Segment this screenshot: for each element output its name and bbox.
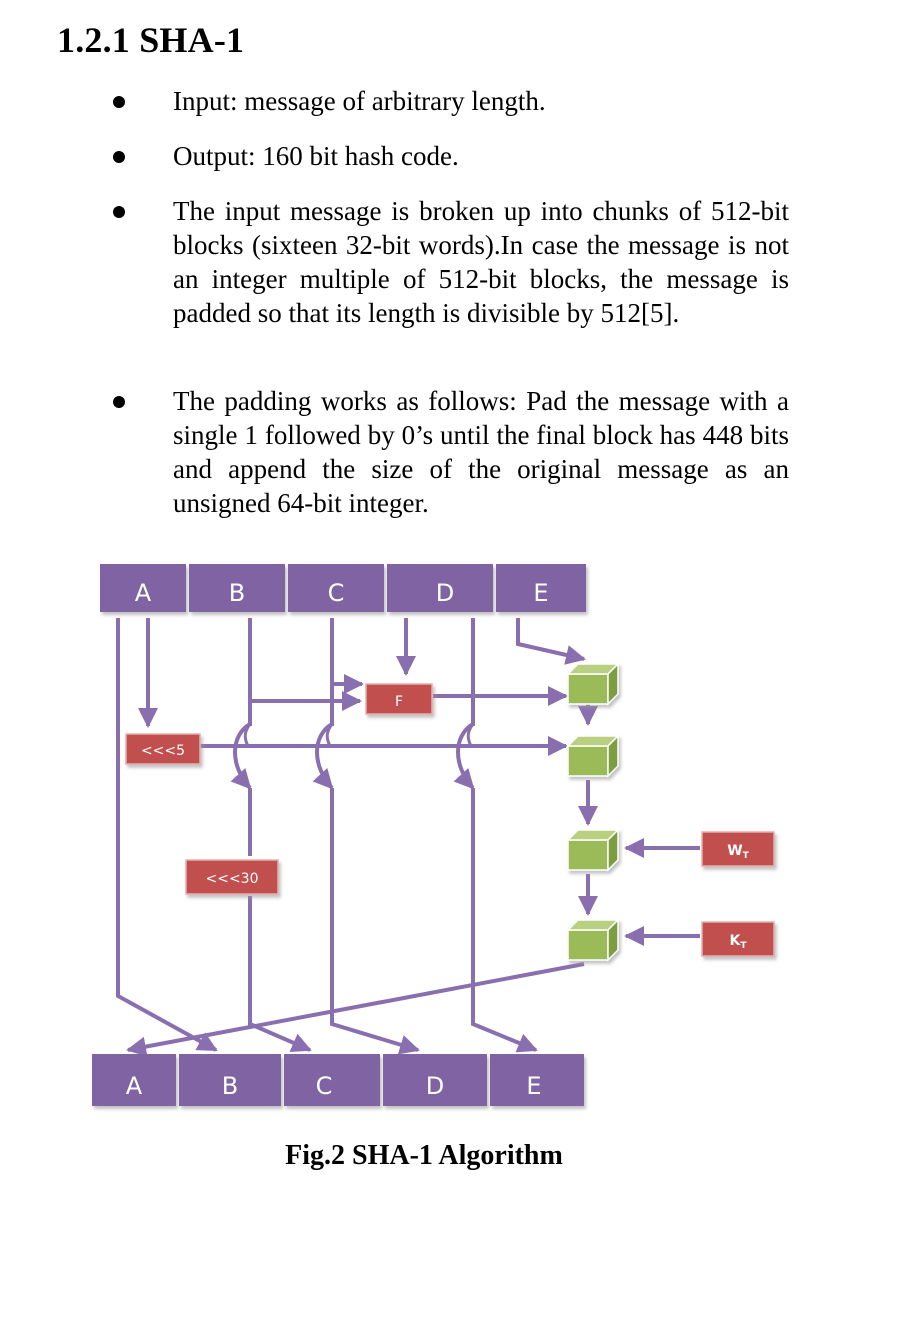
register-c-bottom-label: C	[316, 1072, 333, 1100]
register-b-bottom	[179, 1054, 281, 1106]
bullet-dot	[113, 151, 125, 163]
rotation-swaps	[230, 722, 475, 790]
register-e-top	[496, 564, 586, 612]
wt-box	[701, 831, 775, 867]
bullet-text: Input: message of arbitrary length.	[173, 86, 546, 116]
rotl5-box	[125, 733, 201, 765]
f-function-box	[365, 683, 433, 715]
adder-4	[566, 918, 620, 962]
e-to-adder-line	[516, 618, 586, 665]
top-register-row	[100, 564, 586, 612]
c-to-f-line	[330, 618, 364, 694]
kt-box	[701, 921, 775, 957]
register-c-bottom	[284, 1054, 380, 1106]
adder-2-front	[567, 745, 609, 777]
register-c-label: C	[328, 579, 345, 607]
adder-2	[566, 734, 620, 778]
register-d-bottom-label: D	[426, 1072, 444, 1100]
adder-1	[566, 662, 620, 706]
adder-to-a-line	[126, 962, 585, 1057]
a-to-b-line	[116, 618, 218, 1052]
adder-3-front	[567, 839, 609, 871]
adder-stack	[566, 662, 620, 962]
bullet-text: The input message is broken up into chun…	[173, 196, 789, 328]
swap-arrow-c-inner	[325, 723, 334, 747]
b-to-f-line	[248, 618, 362, 711]
swap-arrow-b	[230, 722, 252, 790]
adder-3	[566, 828, 620, 872]
adder-2-side	[607, 734, 619, 778]
register-a-bottom-label: A	[126, 1072, 143, 1100]
bottom-register-row	[92, 1054, 584, 1106]
register-d-bottom	[383, 1054, 487, 1106]
adder-1-front	[567, 673, 609, 705]
bullet-dot	[113, 396, 125, 408]
bullet-text: Output: 160 bit hash code.	[173, 141, 459, 171]
register-a-label: A	[135, 579, 152, 607]
bullet-dot	[113, 96, 125, 108]
connector-lines	[116, 618, 700, 1057]
rotl30-to-c-line	[248, 896, 312, 1053]
rotl5-label: <<<5	[141, 743, 185, 759]
c-to-d-line	[330, 788, 420, 1055]
wt-label-subscript: T	[743, 851, 750, 861]
kt-label-subscript: T	[740, 941, 747, 951]
rotl30-box	[185, 859, 279, 895]
register-e-bottom	[490, 1054, 584, 1106]
bullet-dot	[113, 206, 125, 218]
register-e-label: E	[533, 579, 548, 607]
register-d-top	[387, 564, 493, 612]
adder-4-front	[567, 929, 609, 961]
sha1-diagram: A B C D E	[92, 564, 775, 1106]
swap-arrow-d	[453, 722, 475, 790]
register-b-bottom-label: B	[222, 1072, 238, 1100]
register-b-label: B	[229, 579, 245, 607]
f-function-label: F	[395, 694, 403, 710]
register-d-label: D	[436, 579, 454, 607]
section-heading: 1.2.1 SHA-1	[57, 20, 245, 60]
figure-caption: Fig.2 SHA-1 Algorithm	[285, 1140, 563, 1171]
adder-3-side	[607, 828, 619, 872]
register-a-top	[100, 564, 186, 612]
register-a-bottom	[92, 1054, 176, 1106]
adder-4-side	[607, 918, 619, 962]
swap-arrow-c	[312, 722, 334, 790]
register-c-top	[288, 564, 384, 612]
swap-arrow-b-inner	[243, 723, 252, 747]
swap-arrow-d-inner	[466, 723, 475, 747]
register-b-top	[189, 564, 285, 612]
rotl30-label: <<<30	[205, 871, 258, 887]
d-to-e-line	[471, 788, 538, 1053]
bullet-text: The padding works as follows: Pad the me…	[173, 386, 789, 518]
adder-1-side	[607, 662, 619, 706]
register-e-bottom-label: E	[526, 1072, 541, 1100]
